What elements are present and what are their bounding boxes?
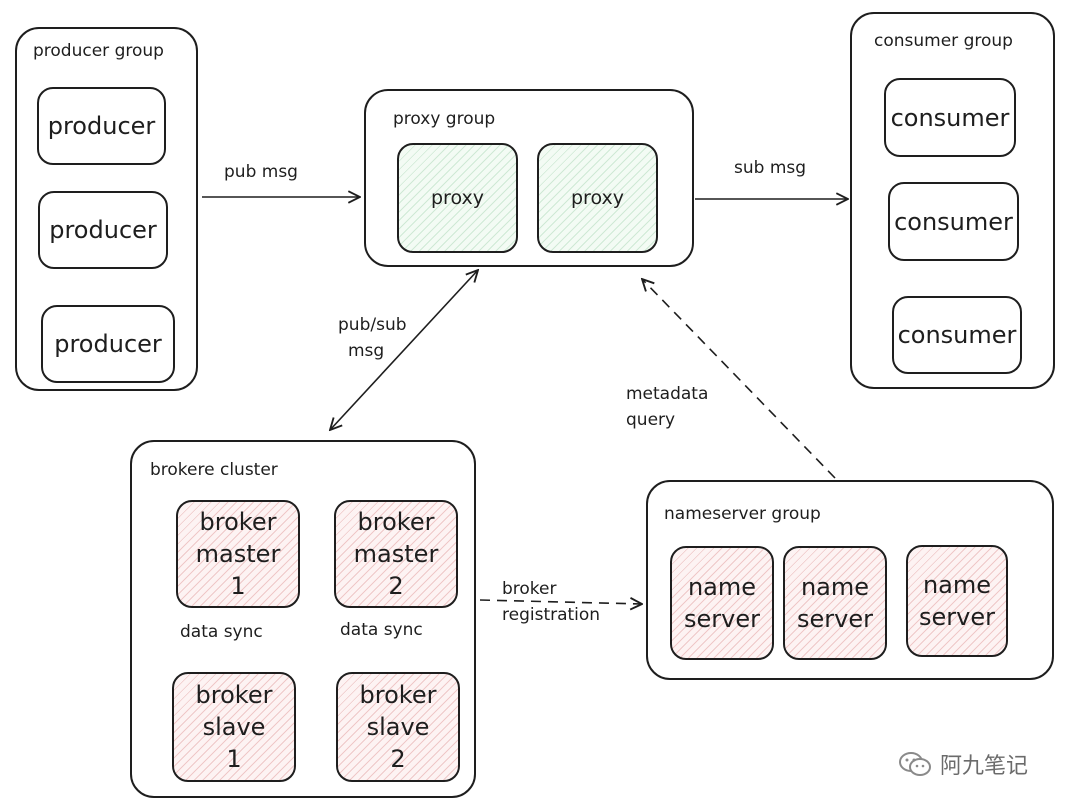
broker-slave-2: broker slave 2 (336, 672, 460, 782)
broker-master-1: broker master 1 (176, 500, 300, 608)
nameserver-group-title: nameserver group (664, 504, 821, 524)
pubsub-arrow (330, 270, 478, 430)
proxy-group-title: proxy group (393, 109, 496, 129)
consumer-node: consumer (884, 78, 1016, 157)
pubsub-label-line1: pub/sub (338, 315, 407, 335)
metadata-query-label-line1: metadata (626, 384, 709, 404)
broker-registration-label-line2: registration (502, 605, 601, 625)
metadata-query-label-line2: query (626, 410, 676, 430)
consumer-group-title: consumer group (874, 31, 1013, 51)
sub-msg-label: sub msg (734, 158, 807, 178)
broker-cluster-title: brokere cluster (150, 460, 278, 480)
producer-node: producer (37, 87, 166, 165)
wechat-icon (899, 752, 931, 776)
producer-node: producer (41, 305, 175, 383)
watermark: 阿九笔记 (898, 748, 1028, 780)
broker-registration-label-line1: broker (502, 579, 557, 599)
name-server-node: name server (783, 546, 887, 660)
data-sync-label-1: data sync (180, 622, 263, 642)
producer-node: producer (38, 191, 168, 269)
broker-slave-1: broker slave 1 (172, 672, 296, 782)
metadata-query-arrow (642, 279, 836, 479)
name-server-node: name server (906, 545, 1008, 657)
consumer-node: consumer (892, 296, 1022, 374)
pub-msg-label: pub msg (224, 162, 298, 182)
consumer-node: consumer (888, 182, 1019, 261)
producer-group-title: producer group (33, 41, 164, 61)
watermark-text: 阿九笔记 (940, 754, 1029, 779)
broker-master-2: broker master 2 (334, 500, 458, 608)
pubsub-label-line2: msg (348, 341, 385, 361)
proxy-node: proxy (537, 143, 658, 253)
name-server-node: name server (670, 546, 774, 660)
proxy-node: proxy (397, 143, 518, 253)
data-sync-label-2: data sync (340, 620, 423, 640)
